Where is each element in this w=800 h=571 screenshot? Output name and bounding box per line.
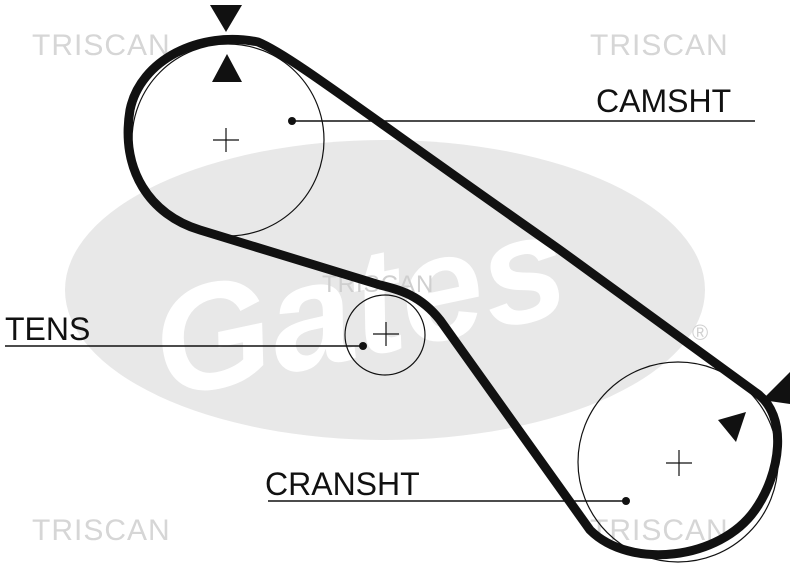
camshaft-leader-dot bbox=[288, 117, 296, 125]
crankshaft-center-mark bbox=[666, 450, 692, 476]
tensioner-pulley bbox=[344, 294, 426, 376]
crankshaft-label: CRANSHT bbox=[265, 466, 420, 502]
timing-mark-crank-inner bbox=[718, 412, 746, 442]
crankshaft-leader-dot bbox=[622, 497, 630, 505]
camshaft-center-mark bbox=[213, 128, 239, 152]
timing-mark-top-upper bbox=[210, 5, 242, 32]
registered-mark: ® bbox=[692, 320, 708, 345]
timing-mark-top-lower bbox=[212, 54, 242, 82]
timing-belt bbox=[123, 34, 783, 560]
tensioner-leader-dot bbox=[359, 342, 367, 350]
watermark-top-right: TRISCAN bbox=[590, 29, 729, 62]
tensioner-label: TENS bbox=[5, 311, 90, 347]
camshaft-label: CAMSHT bbox=[596, 83, 731, 119]
watermark-top-left: TRISCAN bbox=[32, 29, 171, 62]
watermark-bottom-left: TRISCAN bbox=[32, 514, 171, 547]
timing-mark-crank-outer bbox=[762, 372, 790, 404]
tensioner-center-mark bbox=[373, 322, 399, 346]
